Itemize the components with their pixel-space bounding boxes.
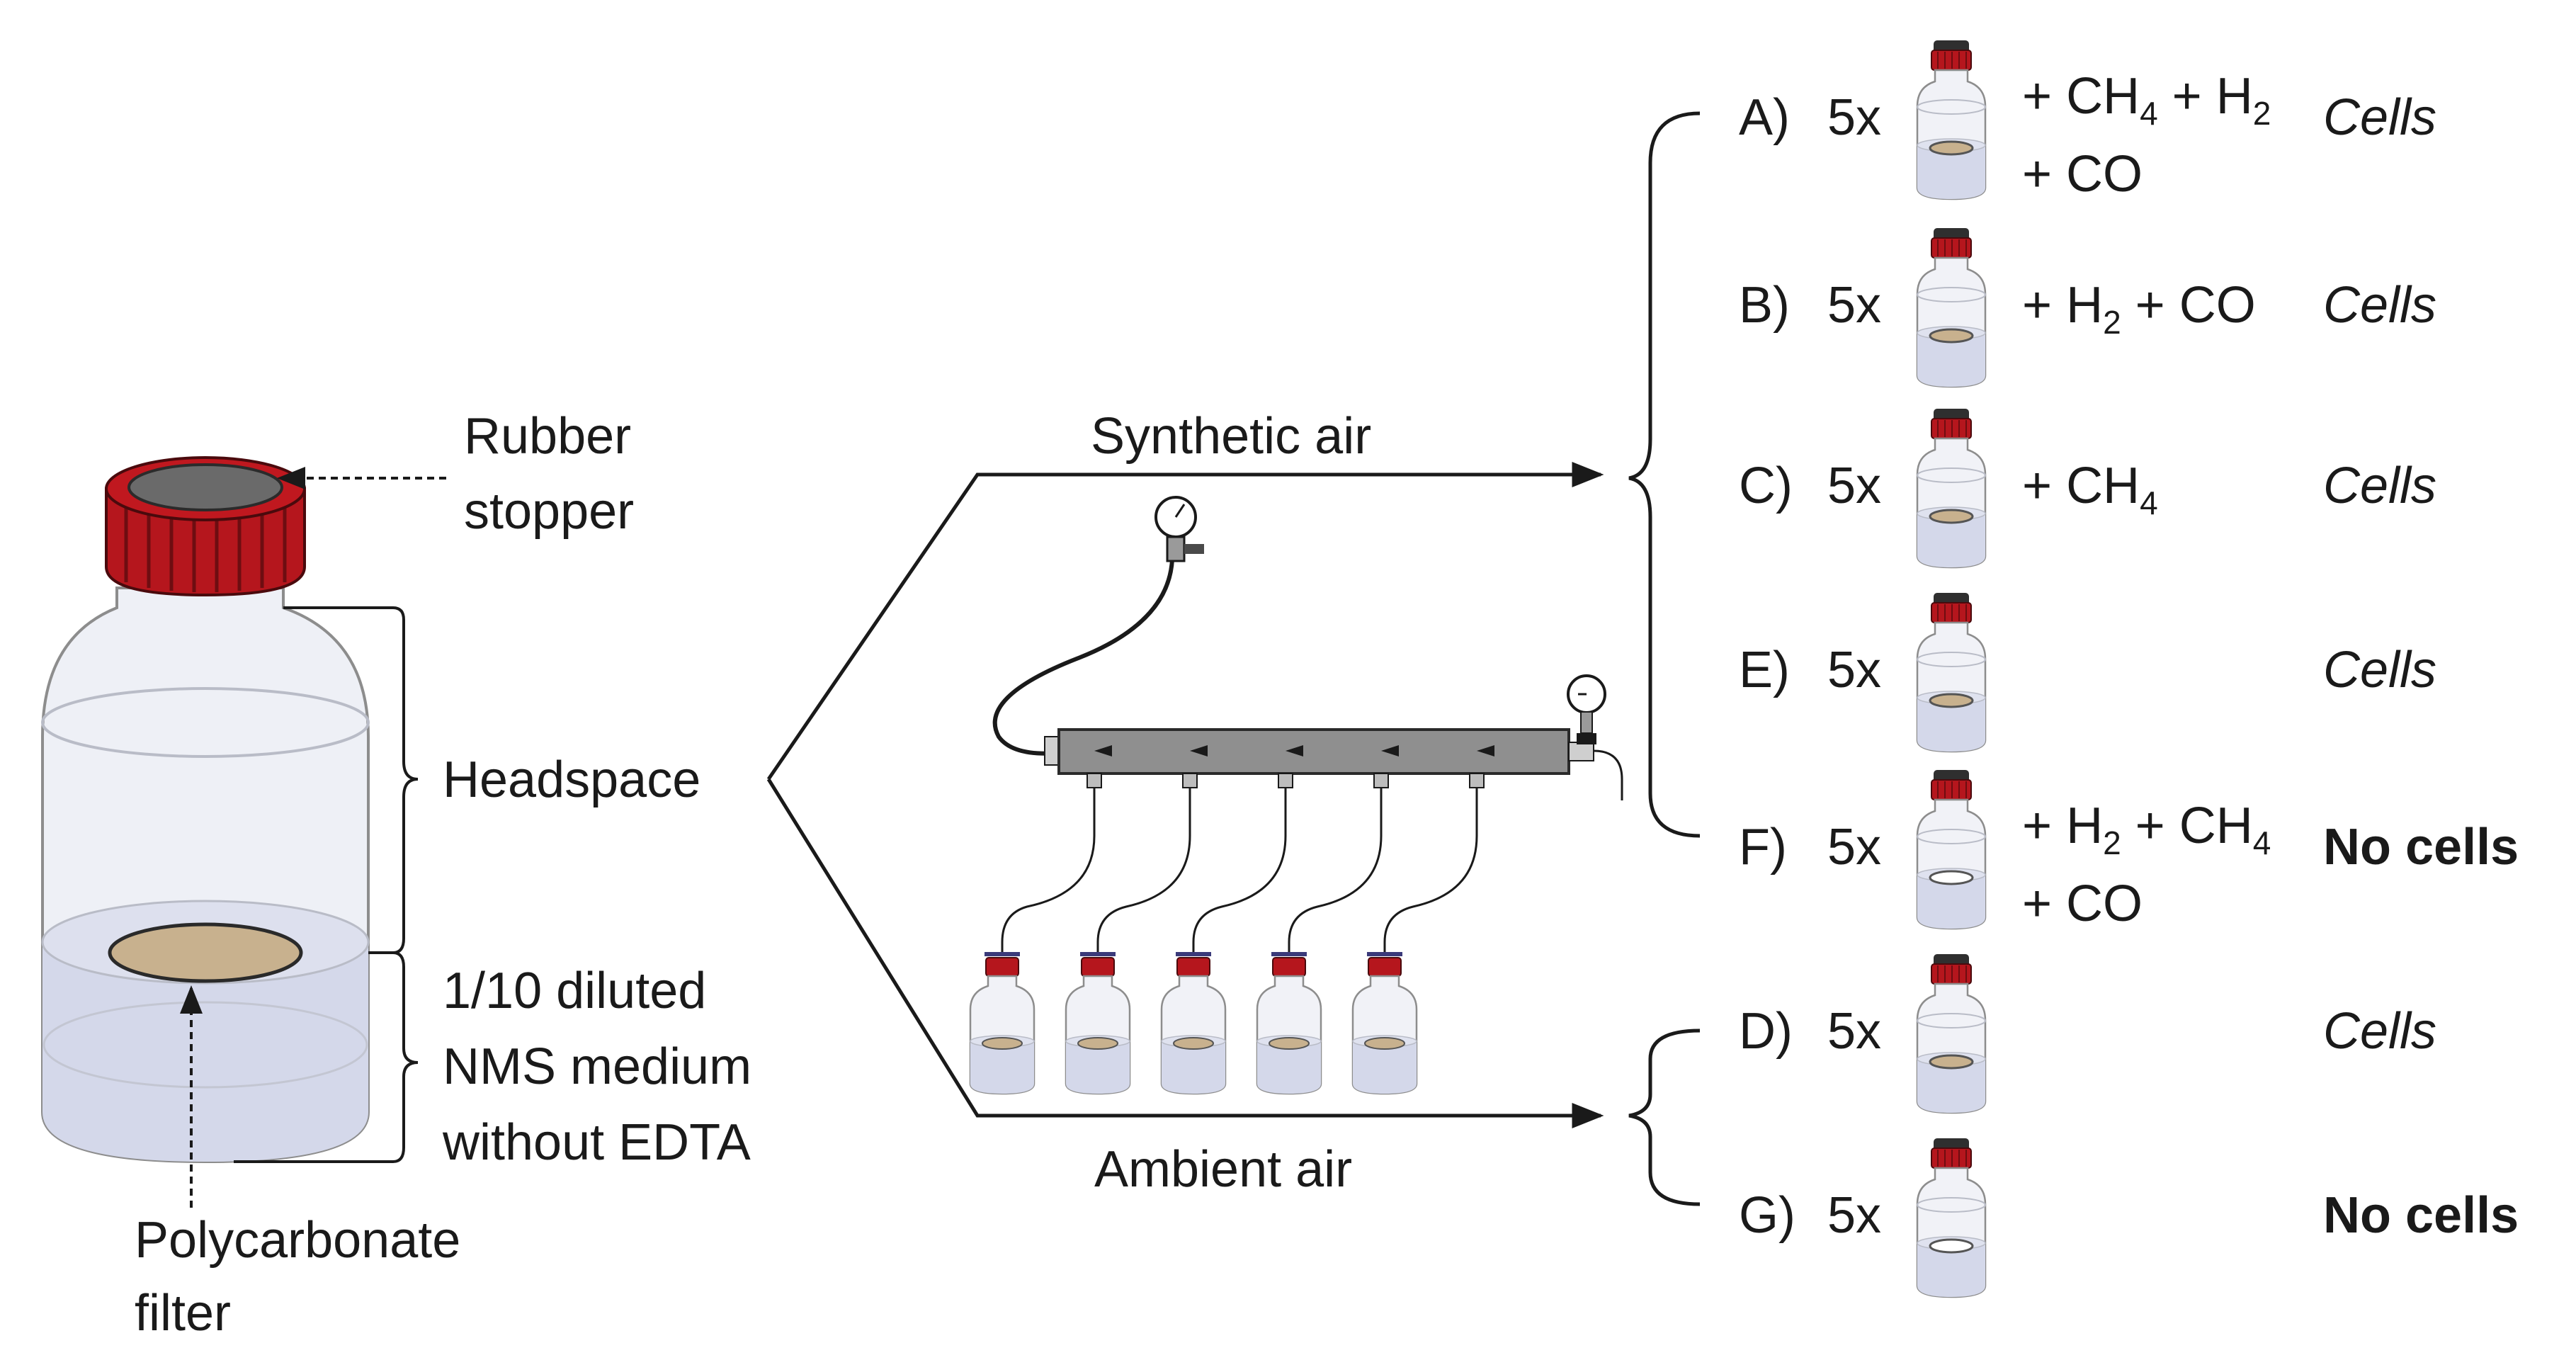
ambient-brace [1628,1028,1701,1206]
replicate-count: 5x [1827,89,1881,146]
filter-label-line1: Polycarbonate [135,1212,460,1269]
treatment-row: C) 5x + CH4​ Cells [1739,407,2436,569]
manifold-bottle [1351,942,1418,1095]
cells-result: Cells [2323,642,2436,698]
synthetic-air-arrow [766,462,1604,781]
polycarbonate-filter [108,922,303,983]
rubber-stopper [127,463,283,511]
ambient-air-label: Ambient air [1094,1141,1352,1198]
replicate-count: 5x [1827,819,1881,876]
manifold-bottle [1160,942,1227,1095]
replicate-count: 5x [1827,1003,1881,1060]
treatment-vial [1916,227,1987,388]
cells-result: Cells [2323,277,2436,334]
treatment-row: B) 5x + H2​ + CO Cells [1739,227,2436,388]
bottle-annotations: Rubber stopper Headspace 1/10 diluted NM… [135,408,751,1342]
vial-filter [1929,509,1974,524]
treatment-vial [1916,39,1987,200]
replicate-count: 5x [1827,277,1881,334]
stopper-label-line1: Rubber [464,408,631,465]
medium-label-line2: NMS medium [443,1038,751,1095]
filter-label-line2: filter [135,1285,231,1342]
gas-routes: Synthetic air Ambient air [766,408,1604,1198]
vial-filter [1929,870,1974,885]
medium-brace [234,951,419,1163]
stopper-label-line2: stopper [464,483,634,540]
treatment-letter: B) [1739,277,1790,334]
gas-composition-line1: + H2​ + CO [2022,277,2256,341]
cells-result: Cells [2323,89,2436,146]
treatment-vial [1916,769,1987,930]
manifold-bottle [1256,942,1322,1095]
treatment-vial [1916,953,1987,1114]
gas-composition-line2: + CO [2022,876,2143,932]
treatment-letter: F) [1739,819,1787,876]
treatment-row: F) 5x + H2​ + CH4​ + CO No cells [1739,769,2519,932]
synthetic-air-label: Synthetic air [1091,408,1371,465]
treatment-row: D) 5x Cells [1739,953,2436,1114]
treatment-vial [1916,407,1987,569]
ambient-air-arrow [766,778,1604,1128]
treatment-row: G) 5x No cells [1739,1137,2519,1298]
synthetic-brace [1628,111,1701,838]
medium-label-line3: without EDTA [442,1114,751,1171]
treatment-letter: A) [1739,89,1790,146]
treatment-braces [1628,111,1701,1206]
cells-result: Cells [2323,1003,2436,1060]
supply-tubing [992,559,1174,756]
medium-label-line1: 1/10 diluted [443,963,706,1019]
treatment-row: A) 5x + CH4​ + H2​ + CO Cells [1739,39,2436,203]
treatment-letter: C) [1739,458,1793,514]
treatment-letter: E) [1739,642,1790,698]
treatment-row: E) 5x Cells [1739,591,2436,753]
vial-filter [1929,1054,1974,1070]
vial-filter [1929,693,1974,708]
manifold-bottle [969,942,1035,1095]
replicate-count: 5x [1827,458,1881,514]
gas-composition-line1: + CH4​ [2022,458,2158,521]
headspace-label: Headspace [443,752,700,808]
vial-filter [1929,140,1974,156]
cells-result: Cells [2323,458,2436,514]
gas-composition-line2: + CO [2022,146,2143,203]
no-cells-result: No cells [2323,1187,2519,1244]
vial-filter [1929,328,1974,344]
bottle-shoulder-line [41,687,370,758]
treatment-letter: G) [1739,1187,1795,1244]
rubber-stopper-cap [105,456,306,597]
treatment-letter: D) [1739,1003,1793,1060]
treatment-vial [1916,1137,1987,1298]
gas-composition-line1: + CH4​ + H2​ [2022,68,2271,132]
gas-composition-line1: + H2​ + CH4​ [2022,798,2271,861]
replicate-count: 5x [1827,642,1881,698]
headspace-brace [283,606,419,954]
treatment-vial [1916,591,1987,753]
vial-filter [1929,1238,1974,1254]
bottle-liquid [42,942,368,1162]
gas-manifold [969,496,1623,1095]
no-cells-result: No cells [2323,819,2519,876]
media-bottle [41,456,370,1164]
replicate-count: 5x [1827,1187,1881,1244]
manifold-bottle [1065,942,1131,1095]
